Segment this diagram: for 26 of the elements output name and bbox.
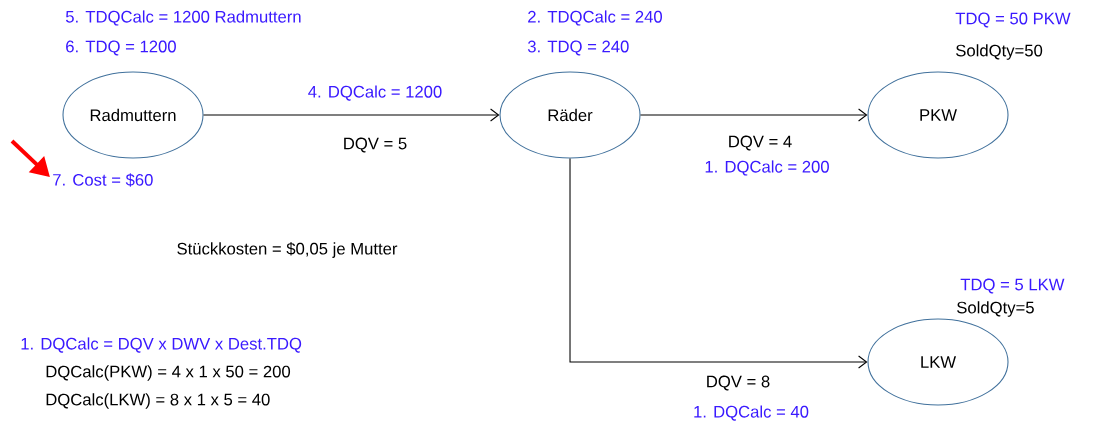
annotation-text: 1. DQCalc = 200 xyxy=(705,160,829,176)
annotation-text: SoldQty=50 xyxy=(956,44,1043,60)
annotation-text: DQCalc(PKW) = 4 x 1 x 50 = 200 xyxy=(46,365,291,381)
arrow xyxy=(640,108,868,122)
annotation-text: TDQ = 5 LKW xyxy=(960,278,1065,294)
annotation-text: DQCalc(LKW) = 8 x 1 x 5 = 40 xyxy=(46,393,270,409)
annotation-text: 4. DQCalc = 1200 xyxy=(308,85,442,101)
annotation-text: SoldQty=5 xyxy=(957,301,1034,317)
edge-label: DQV = 8 xyxy=(704,374,772,392)
annotation-text: 6. TDQ = 1200 xyxy=(66,40,176,56)
ellipse-node: Räder xyxy=(499,71,641,159)
ellipse-node: LKW xyxy=(867,318,1009,406)
annotation-text: 7. Cost = $60 xyxy=(53,173,153,187)
annotation-text: 3. TDQ = 240 xyxy=(527,40,629,56)
arrow xyxy=(569,158,868,369)
ellipse-node: PKW xyxy=(867,71,1009,159)
arrow xyxy=(203,108,500,122)
annotation-text: 1. DQCalc = DQV x DWV x Dest.TDQ xyxy=(21,337,302,353)
edge-label: DQV = 4 xyxy=(726,134,794,152)
edge-label: DQV = 5 xyxy=(341,136,409,154)
annotation-text: 1. DQCalc = 40 xyxy=(694,405,809,421)
annotation-text: TDQ = 50 PKW xyxy=(955,12,1071,28)
annotation-text: 2. TDQCalc = 240 xyxy=(528,10,662,26)
annotation-text: 5. TDQCalc = 1200 Radmuttern xyxy=(65,10,301,26)
annotation-text: Stückkosten = $0,05 je Mutter xyxy=(177,242,398,258)
ellipse-node: Radmuttern xyxy=(62,71,204,159)
